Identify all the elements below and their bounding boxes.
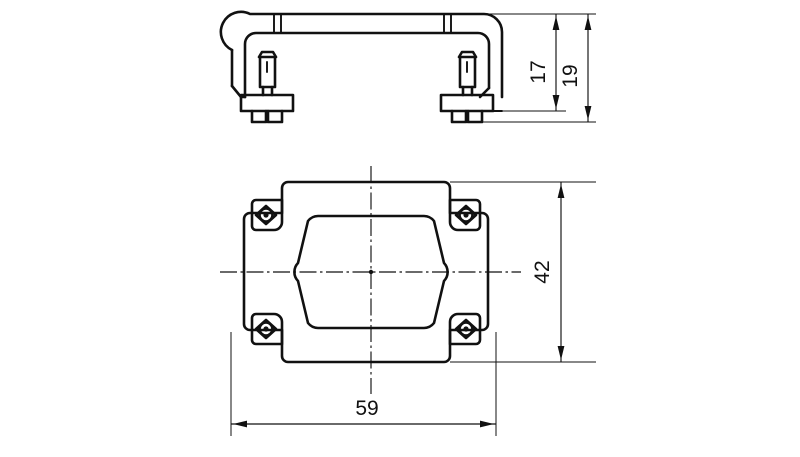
front-elevation-view: 17 19 — [219, 10, 596, 124]
stud-left-shank — [258, 55, 277, 89]
stud-left-foot-a — [250, 109, 268, 124]
dim-arrow-59-right — [480, 420, 494, 428]
mounting-stud-right — [439, 50, 495, 124]
screw-head-bottom-left — [254, 318, 278, 340]
dim-arrow-42-top — [557, 184, 565, 198]
handle-bow-outer — [219, 10, 504, 99]
stud-right-neck — [461, 85, 474, 97]
screw-boss-bottom-left — [250, 312, 284, 346]
dim-label-17: 17 — [527, 60, 550, 83]
screw-head-top-left — [254, 204, 278, 226]
dimension-group-elevation: 17 19 — [478, 13, 596, 123]
plan-view: 42 59 — [220, 166, 596, 436]
screw-head-bottom-right — [454, 318, 478, 340]
stud-right-foot-b — [466, 109, 484, 124]
dimension-group-width: 59 — [230, 332, 497, 436]
stud-right-foot-a — [450, 109, 468, 124]
mounting-stud-left — [239, 50, 295, 124]
screw-dot-br — [463, 326, 469, 332]
plate-outline — [242, 180, 490, 364]
dim-arrow-19-top — [584, 16, 592, 30]
stud-left-flange — [239, 93, 295, 113]
dim-label-19: 19 — [559, 64, 582, 87]
screw-ring-tr — [458, 207, 474, 223]
screw-ring-tl — [258, 207, 274, 223]
dim-label-59: 59 — [355, 397, 378, 420]
dim-arrow-17-top — [552, 16, 560, 30]
screw-dot-tr — [463, 212, 469, 218]
dim-arrow-19-bottom — [584, 106, 592, 120]
screw-dot-tl — [263, 212, 269, 218]
dim-arrow-42-bottom — [557, 346, 565, 360]
screw-dot-bl — [263, 326, 269, 332]
handle-bow-inner — [243, 31, 491, 99]
hexagonal-boss — [293, 214, 449, 330]
screw-head-top-right — [454, 204, 478, 226]
stud-left-foot-b — [266, 109, 284, 124]
screw-boss-top-left — [250, 198, 284, 232]
dim-label-42: 42 — [531, 260, 554, 283]
stud-left-neck — [261, 85, 274, 97]
screw-ring-bl — [258, 321, 274, 337]
dim-arrow-59-left — [233, 420, 247, 428]
screw-ring-br — [458, 321, 474, 337]
screw-boss-bottom-right — [448, 312, 482, 346]
centerline-origin-dot — [368, 269, 374, 275]
dimension-group-depth: 42 — [450, 181, 596, 363]
screw-boss-top-right — [448, 198, 482, 232]
stud-right-shank — [458, 55, 477, 89]
stud-right-flange — [439, 93, 495, 113]
dim-arrow-17-bottom — [552, 95, 560, 109]
